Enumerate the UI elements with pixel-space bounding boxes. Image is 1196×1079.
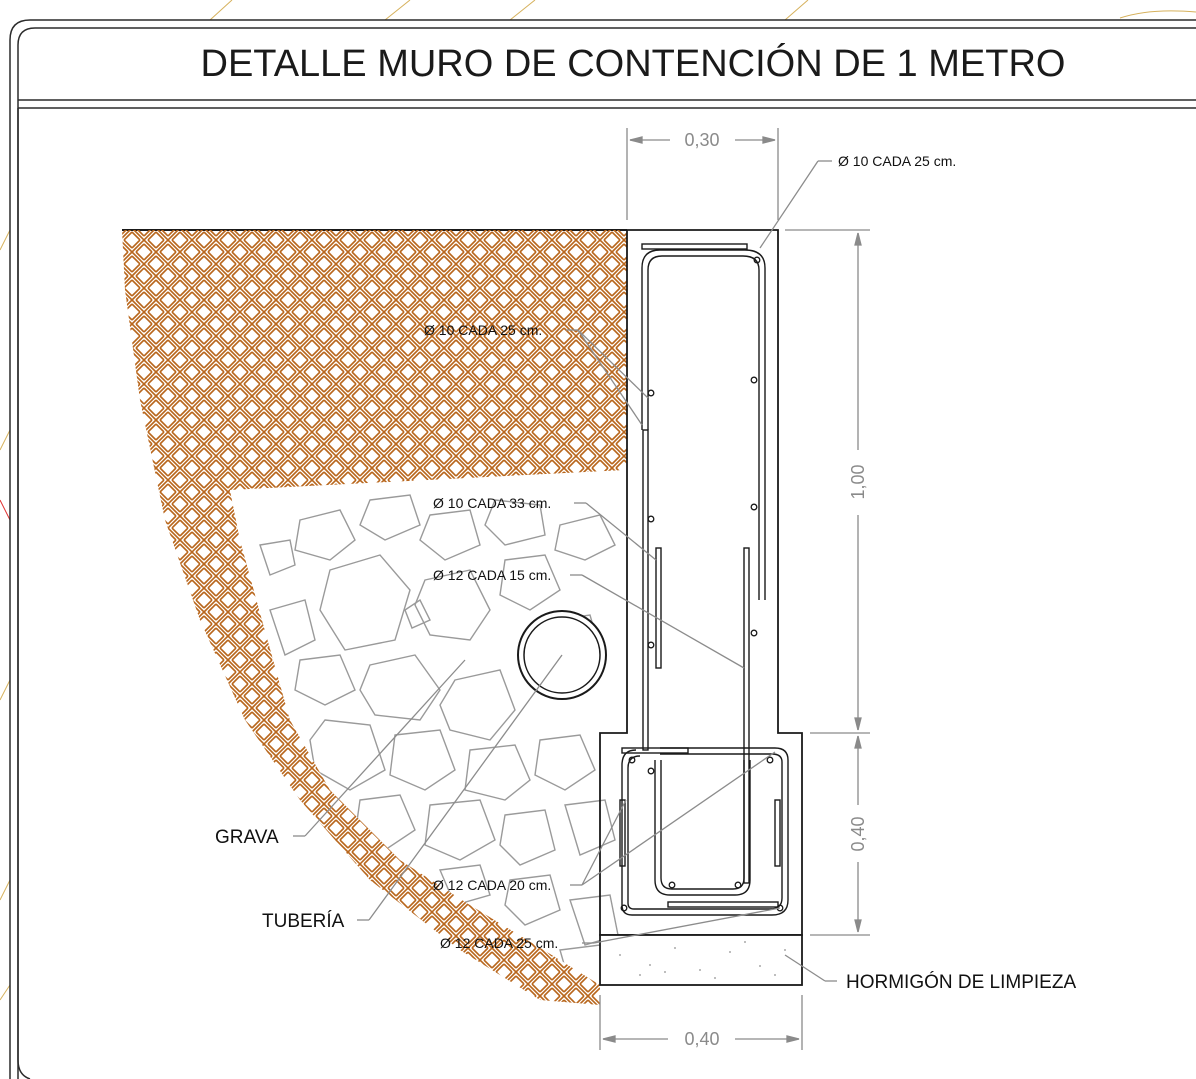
dim-footing-width: 0,40 — [684, 1029, 719, 1049]
wall-outline — [599, 229, 803, 936]
label-wall-vertical-upper: Ø 10 CADA 33 cm. — [433, 495, 551, 511]
label-top-bar: Ø 10 CADA 25 cm. — [838, 153, 956, 169]
label-pipe: TUBERÍA — [262, 911, 345, 932]
dimension-lines — [599, 128, 870, 1050]
rebar-dots — [620, 256, 784, 912]
lean-concrete — [599, 934, 803, 986]
label-lean-concrete: HORMIGÓN DE LIMPIEZA — [846, 971, 1076, 993]
dim-wall-height: 1,00 — [848, 464, 868, 499]
dim-footing-height: 0,40 — [848, 816, 868, 851]
label-wall-vertical-lower: Ø 12 CADA 15 cm. — [433, 567, 551, 583]
label-gravel: GRAVA — [215, 827, 279, 848]
background-linework — [0, 0, 1196, 1001]
label-wall-horizontal: Ø 10 CADA 25 cm. — [424, 322, 542, 338]
background-red-line — [0, 499, 11, 521]
drawing-frame — [9, 19, 1196, 1079]
leader-lines — [293, 160, 837, 982]
label-footing-bottom: Ø 12 CADA 25 cm. — [440, 935, 558, 951]
rebar-cage — [619, 243, 789, 916]
label-footing-top: Ø 12 CADA 20 cm. — [433, 877, 551, 893]
dim-wall-thickness: 0,30 — [684, 130, 719, 150]
page-title: DETALLE MURO DE CONTENCIÓN DE 1 METRO — [201, 42, 1066, 85]
